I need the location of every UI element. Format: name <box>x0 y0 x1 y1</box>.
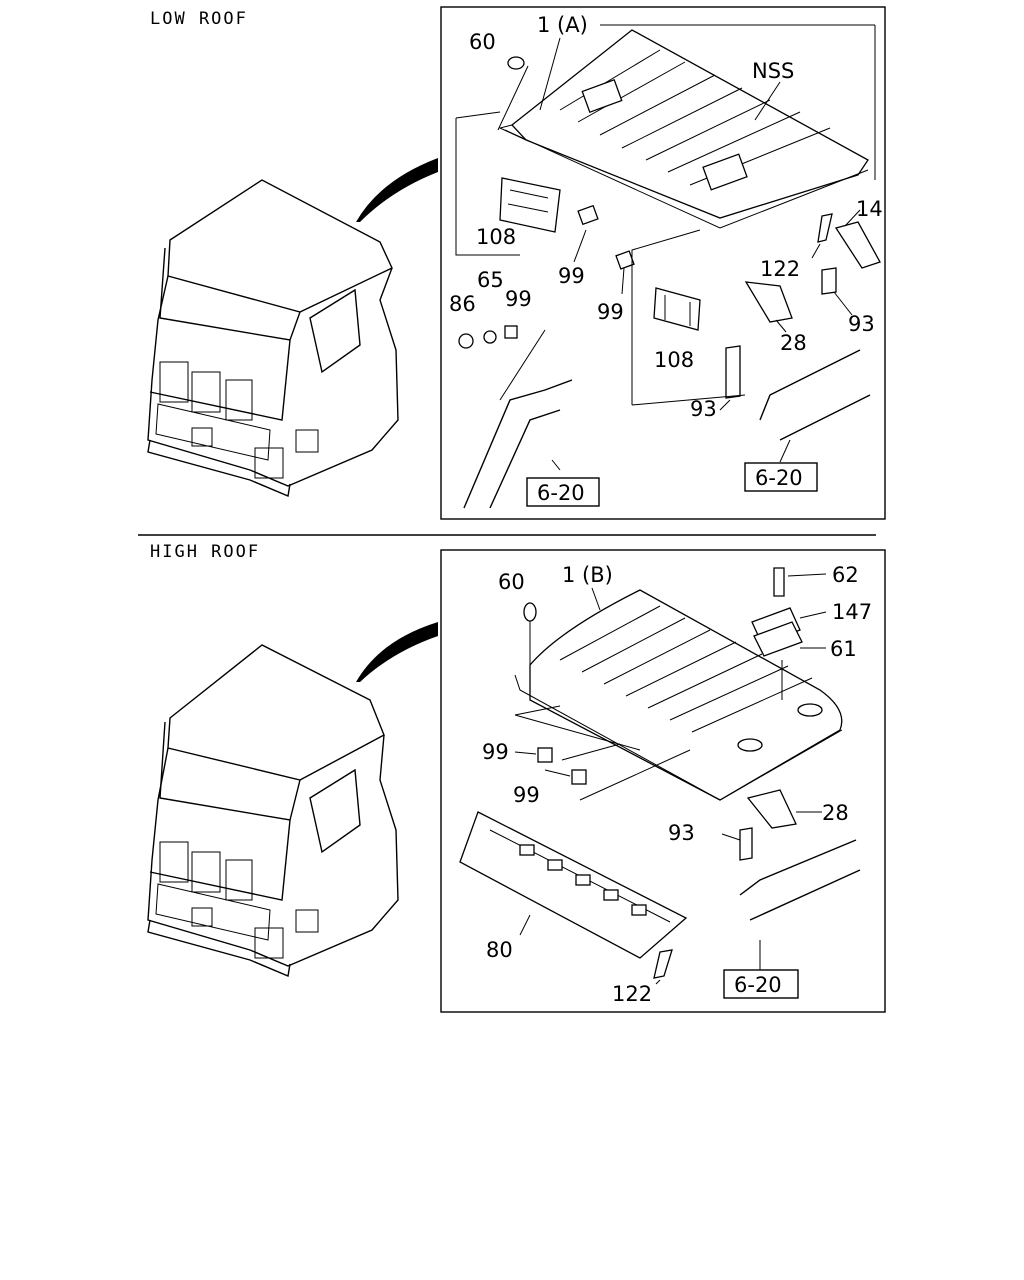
low-roof-title: LOW ROOF <box>150 9 248 29</box>
bolt-93-shape-a <box>821 267 837 295</box>
nut-99-shape-a <box>577 204 599 226</box>
washer-86-shape <box>458 333 474 349</box>
callout-14: 14 <box>856 197 883 221</box>
ref-6-20-high: 6-20 <box>734 973 782 997</box>
callout-1a: 1 (A) <box>537 13 588 37</box>
pillar-right-inner <box>779 394 871 441</box>
callout-65: 65 <box>477 268 504 292</box>
callout-99-a: 99 <box>558 264 585 288</box>
high-roof-panel <box>514 589 843 801</box>
ref-box-6-20-high <box>723 969 799 999</box>
clip-28-high-shape <box>746 789 797 829</box>
callout-93-right: 93 <box>848 312 875 336</box>
pillar-right <box>759 349 861 421</box>
high-roof-cab-illustration <box>147 622 438 977</box>
bolt-62-shape <box>773 567 785 597</box>
callout-99-high-a: 99 <box>482 740 509 764</box>
callout-108-bottom: 108 <box>654 348 694 372</box>
callout-99-b: 99 <box>505 287 532 311</box>
callout-93-high: 93 <box>668 821 695 845</box>
callout-60-high: 60 <box>498 570 525 594</box>
ref-box-6-20-left <box>526 477 600 507</box>
low-roof-cab-illustration <box>147 158 438 497</box>
clip-60-shape <box>507 56 525 70</box>
callout-28-high: 28 <box>822 801 849 825</box>
high-roof-bracket-80 <box>459 811 688 959</box>
pillar-left <box>463 379 573 509</box>
high-pillar-right-inner <box>749 869 861 921</box>
callout-147: 147 <box>832 600 872 624</box>
nut-99-shape-c <box>504 325 518 339</box>
low-roof-bracket-108 <box>499 177 701 331</box>
bolt-93-high-shape <box>739 827 753 861</box>
pin-122-shape <box>817 213 833 243</box>
callout-108-top: 108 <box>476 225 516 249</box>
callout-122-high: 122 <box>612 982 652 1006</box>
high-roof-leaders <box>514 573 827 985</box>
plate-61-shape <box>753 621 803 657</box>
clip-60-high-shape <box>523 602 537 622</box>
callout-28-low: 28 <box>780 331 807 355</box>
callout-99-c: 99 <box>597 300 624 324</box>
ref-6-20-right: 6-20 <box>755 466 803 490</box>
low-roof-leaders <box>455 24 876 471</box>
nut-99-high-b <box>571 769 587 785</box>
high-roof-title: HIGH ROOF <box>150 542 261 562</box>
callout-60-low: 60 <box>469 30 496 54</box>
pillar-left-inner <box>489 409 561 509</box>
callout-99-high-b: 99 <box>513 783 540 807</box>
ref-box-6-20-right <box>744 462 818 492</box>
bracket-14-shape <box>834 221 881 269</box>
callout-62: 62 <box>832 563 859 587</box>
callout-nss: NSS <box>752 59 794 83</box>
callout-93-bottom: 93 <box>690 397 717 421</box>
nut-99-high-a <box>537 747 553 763</box>
pin-122-high-shape <box>653 949 673 979</box>
high-roof-frame <box>440 549 886 1013</box>
callout-61: 61 <box>830 637 857 661</box>
callout-1b: 1 (B) <box>562 563 613 587</box>
callout-86: 86 <box>449 292 476 316</box>
callout-122-low: 122 <box>760 257 800 281</box>
low-roof-panel <box>498 29 869 229</box>
clip-28-shape <box>744 281 793 323</box>
ref-6-20-left: 6-20 <box>537 481 585 505</box>
washer-65-shape <box>483 330 497 344</box>
bolt-93-shape-b <box>725 345 741 399</box>
nut-99-shape-b <box>615 250 635 270</box>
low-roof-frame <box>440 6 886 520</box>
callout-80: 80 <box>486 938 513 962</box>
high-pillar-right <box>739 839 857 896</box>
